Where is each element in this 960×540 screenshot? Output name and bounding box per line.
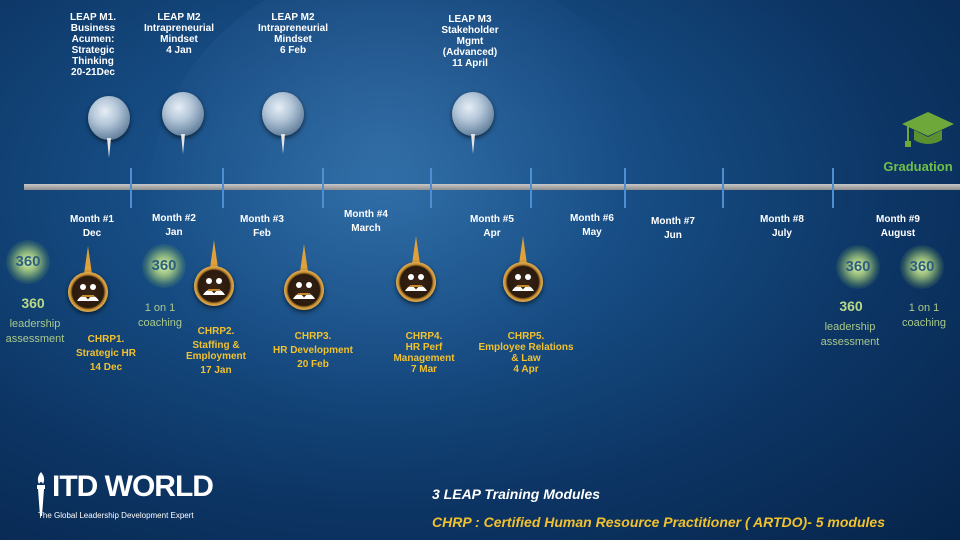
chrp-3-medal [284, 270, 324, 310]
leap-module-1-pin [88, 96, 130, 158]
leap-module-2-pin [162, 92, 204, 154]
timeline-tick [430, 168, 432, 208]
chrp-4-spike [412, 236, 420, 264]
footer-leap-text: 3 LEAP Training Modules [432, 486, 601, 502]
chrp-2-spike [210, 240, 218, 268]
chrp-3-spike [300, 244, 308, 272]
coaching-label-end: 1 on 1 coaching [901, 302, 947, 329]
leap-module-3-label: LEAP M2 Intrapreneurial Mindset 6 Feb [257, 12, 329, 56]
leap-module-3-pin [262, 92, 304, 154]
graduation-cap-icon [902, 112, 954, 147]
torch-icon [37, 472, 45, 516]
leap-module-2-label: LEAP M2 Intrapreneurial Mindset 4 Jan [143, 12, 215, 56]
360-end-title: 360 [839, 298, 863, 314]
timeline-tick [322, 168, 324, 208]
chrp-2-medal [194, 266, 234, 306]
people-icon [293, 282, 315, 299]
360-badge-end: 360 [836, 245, 880, 289]
people-icon [405, 274, 427, 291]
coaching-label-start: 1 on 1 coaching [137, 302, 183, 329]
footer-chrp-text: CHRP : Certified Human Resource Practiti… [432, 514, 885, 530]
chrp-5-medal [503, 262, 543, 302]
timeline-tick [832, 168, 834, 208]
leap-module-1-label: LEAP M1. Business Acumen: Strategic Thin… [70, 12, 116, 78]
graduation-label: Graduation [883, 159, 953, 174]
360-start-title: 360 [21, 295, 45, 311]
itd-world-logo: ITD WORLD The Global Leadership Developm… [34, 470, 224, 526]
globe-background [150, 0, 670, 430]
leap-module-4-label: LEAP M3 Stakeholder Mgmt (Advanced) 11 A… [441, 14, 499, 69]
chrp-5-spike [519, 236, 527, 264]
timeline-bar [24, 184, 960, 190]
360-badge-coaching: 360 [142, 244, 186, 288]
logo-tagline: The Global Leadership Development Expert [38, 511, 194, 520]
leap-module-4-pin [452, 92, 494, 154]
timeline-tick [624, 168, 626, 208]
chrp-4-medal [396, 262, 436, 302]
people-icon [77, 284, 99, 301]
timeline-tick [722, 168, 724, 208]
360-end-label: leadership assessment [820, 321, 880, 348]
people-icon [203, 278, 225, 295]
timeline-tick [530, 168, 532, 208]
360-badge-end-coaching: 360 [900, 245, 944, 289]
360-badge-start: 360 [6, 240, 50, 284]
logo-name: ITD WORLD [52, 470, 214, 503]
timeline-tick [130, 168, 132, 208]
people-icon [512, 274, 534, 291]
timeline-tick [222, 168, 224, 208]
chrp-1-medal [68, 272, 108, 312]
360-start-label: leadership assessment [5, 318, 65, 345]
chrp-1-spike [84, 246, 92, 274]
